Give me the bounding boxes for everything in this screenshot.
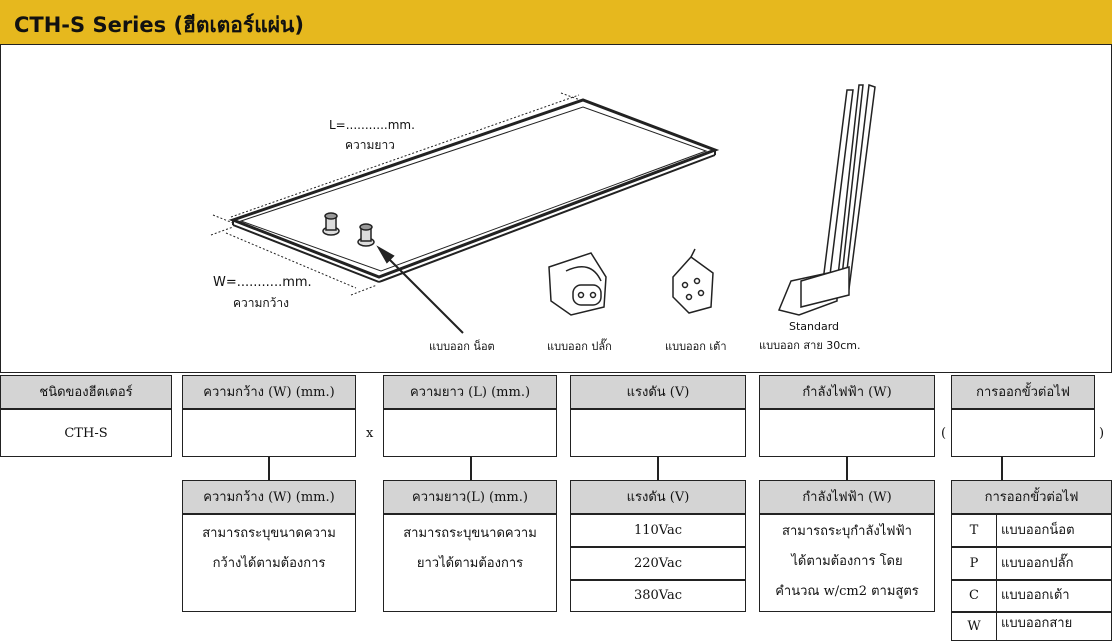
value-length-field[interactable]	[383, 409, 557, 457]
detail-header-length: ความยาว(L) (mm.)	[383, 480, 557, 514]
width-label: W=...........mm.	[213, 275, 312, 290]
detail-length-line-1: สามารถระบุขนาดความ	[403, 526, 537, 541]
terminal-code-w: W	[951, 612, 997, 641]
length-caption: ความยาว	[345, 138, 395, 152]
detail-power-line-2: ได้ตามต้องการ โดย	[791, 554, 903, 569]
voltage-option-380: 380Vac	[570, 580, 746, 612]
multiply-symbol: x	[366, 426, 374, 441]
page-title: CTH-S Series (ฮีตเตอร์แผ่น)	[14, 13, 304, 37]
width-caption: ความกว้าง	[233, 296, 290, 310]
paren-open: (	[941, 426, 947, 441]
terminal-label-nut: แบบออกน็อต	[996, 514, 1112, 547]
paren-close: )	[1099, 426, 1105, 441]
voltage-option-220: 220Vac	[570, 547, 746, 580]
value-heater-type: CTH-S	[0, 409, 172, 457]
product-figure: L=...........mm. ความยาว W=...........mm…	[0, 44, 1112, 373]
value-terminal-field[interactable]	[951, 409, 1095, 457]
header-terminal: การออกขั้วต่อไฟ	[951, 375, 1095, 409]
wire-terminal-icon	[777, 83, 876, 316]
header-voltage: แรงดัน (V)	[570, 375, 746, 409]
detail-header-width: ความกว้าง (W) (mm.)	[182, 480, 356, 514]
length-dimension-icon	[212, 92, 584, 224]
length-label: L=...........mm.	[329, 118, 415, 132]
value-voltage-field[interactable]	[570, 409, 746, 457]
terminal-standard-caption: Standard	[789, 320, 840, 333]
detail-power-desc: สามารถระบุกำลังไฟฟ้า ได้ตามต้องการ โดย ค…	[759, 514, 935, 612]
connector-terminal	[1001, 457, 1003, 480]
terminal-code-t: T	[951, 514, 997, 547]
terminal-standard-wire-caption: แบบออก สาย 30cm.	[759, 339, 861, 352]
socket-terminal-icon	[672, 248, 714, 314]
bolt-terminal-icon	[322, 212, 375, 247]
connector-voltage	[657, 457, 659, 480]
header-power: กำลังไฟฟ้า (W)	[759, 375, 935, 409]
connector-power	[846, 457, 848, 480]
detail-power-line-1: สามารถระบุกำลังไฟฟ้า	[782, 524, 912, 539]
terminal-nut-caption: แบบออก น็อต	[429, 340, 495, 353]
plate-icon	[228, 98, 720, 283]
detail-length-line-2: ยาวได้ตามต้องการ	[416, 556, 524, 571]
terminal-socket-caption: แบบออก เต้า	[665, 340, 727, 353]
detail-power-line-3: คำนวณ w/cm2 ตามสูตร	[775, 584, 919, 599]
detail-header-power: กำลังไฟฟ้า (W)	[759, 480, 935, 514]
terminal-code-c: C	[951, 580, 997, 612]
arrow-icon	[376, 245, 464, 334]
detail-width-line-2: กว้างได้ตามต้องการ	[212, 556, 326, 571]
connector-length	[470, 457, 472, 480]
detail-length-desc: สามารถระบุขนาดความ ยาวได้ตามต้องการ	[383, 514, 557, 612]
value-width-field[interactable]	[182, 409, 356, 457]
plug-terminal-icon	[548, 252, 607, 316]
detail-header-terminal: การออกขั้วต่อไฟ	[951, 480, 1112, 514]
terminal-code-p: P	[951, 547, 997, 580]
heater-illustration	[210, 83, 876, 334]
detail-width-desc: สามารถระบุขนาดความ กว้างได้ตามต้องการ	[182, 514, 356, 612]
connector-width	[268, 457, 270, 480]
voltage-option-110: 110Vac	[570, 514, 746, 547]
header-length: ความยาว (L) (mm.)	[383, 375, 557, 409]
detail-width-line-1: สามารถระบุขนาดความ	[202, 526, 336, 541]
detail-header-voltage: แรงดัน (V)	[570, 480, 746, 514]
value-power-field[interactable]	[759, 409, 935, 457]
header-width: ความกว้าง (W) (mm.)	[182, 375, 356, 409]
header-heater-type: ชนิดของฮีตเตอร์	[0, 375, 172, 409]
terminal-plug-caption: แบบออก ปลั๊ก	[547, 340, 612, 353]
terminal-label-socket: แบบออกเต้า	[996, 580, 1112, 612]
width-dimension-icon	[210, 226, 378, 296]
terminal-label-plug: แบบออกปลั๊ก	[996, 547, 1112, 580]
title-bar: CTH-S Series (ฮีตเตอร์แผ่น)	[0, 0, 1112, 45]
terminal-label-wire: แบบออกสาย	[996, 612, 1112, 641]
